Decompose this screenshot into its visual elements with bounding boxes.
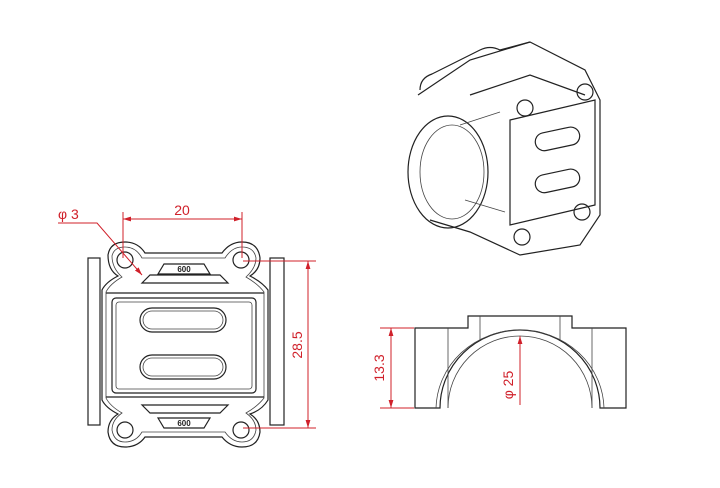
dim-side-height: 13.3: [371, 354, 387, 381]
side-view: [414, 315, 627, 409]
front-dimensions: 20 φ 3 28.5: [58, 202, 316, 429]
mount-hole: [232, 251, 250, 269]
dim-leader-hole-diameter: [58, 222, 143, 276]
slot: [139, 307, 227, 333]
slot: [139, 354, 227, 380]
dim-height: 28.5: [289, 331, 305, 358]
left-rail: [87, 257, 101, 426]
part-marking: 600: [177, 419, 191, 428]
front-view: 600 600: [87, 241, 285, 448]
front-outline: [101, 241, 269, 448]
mount-hole: [232, 421, 250, 439]
dim-bore-diameter: φ 25: [500, 371, 516, 400]
dim-hole-spacing: 20: [174, 202, 190, 218]
center-window: [111, 297, 257, 394]
side-dimensions: 13.3 φ 25: [371, 327, 523, 409]
right-rail: [269, 257, 285, 426]
mount-hole: [116, 251, 134, 269]
mount-hole: [116, 421, 134, 439]
part-marking: 600: [177, 265, 191, 274]
isometric-view: [407, 41, 601, 256]
dim-hole-diameter: φ 3: [58, 206, 79, 222]
